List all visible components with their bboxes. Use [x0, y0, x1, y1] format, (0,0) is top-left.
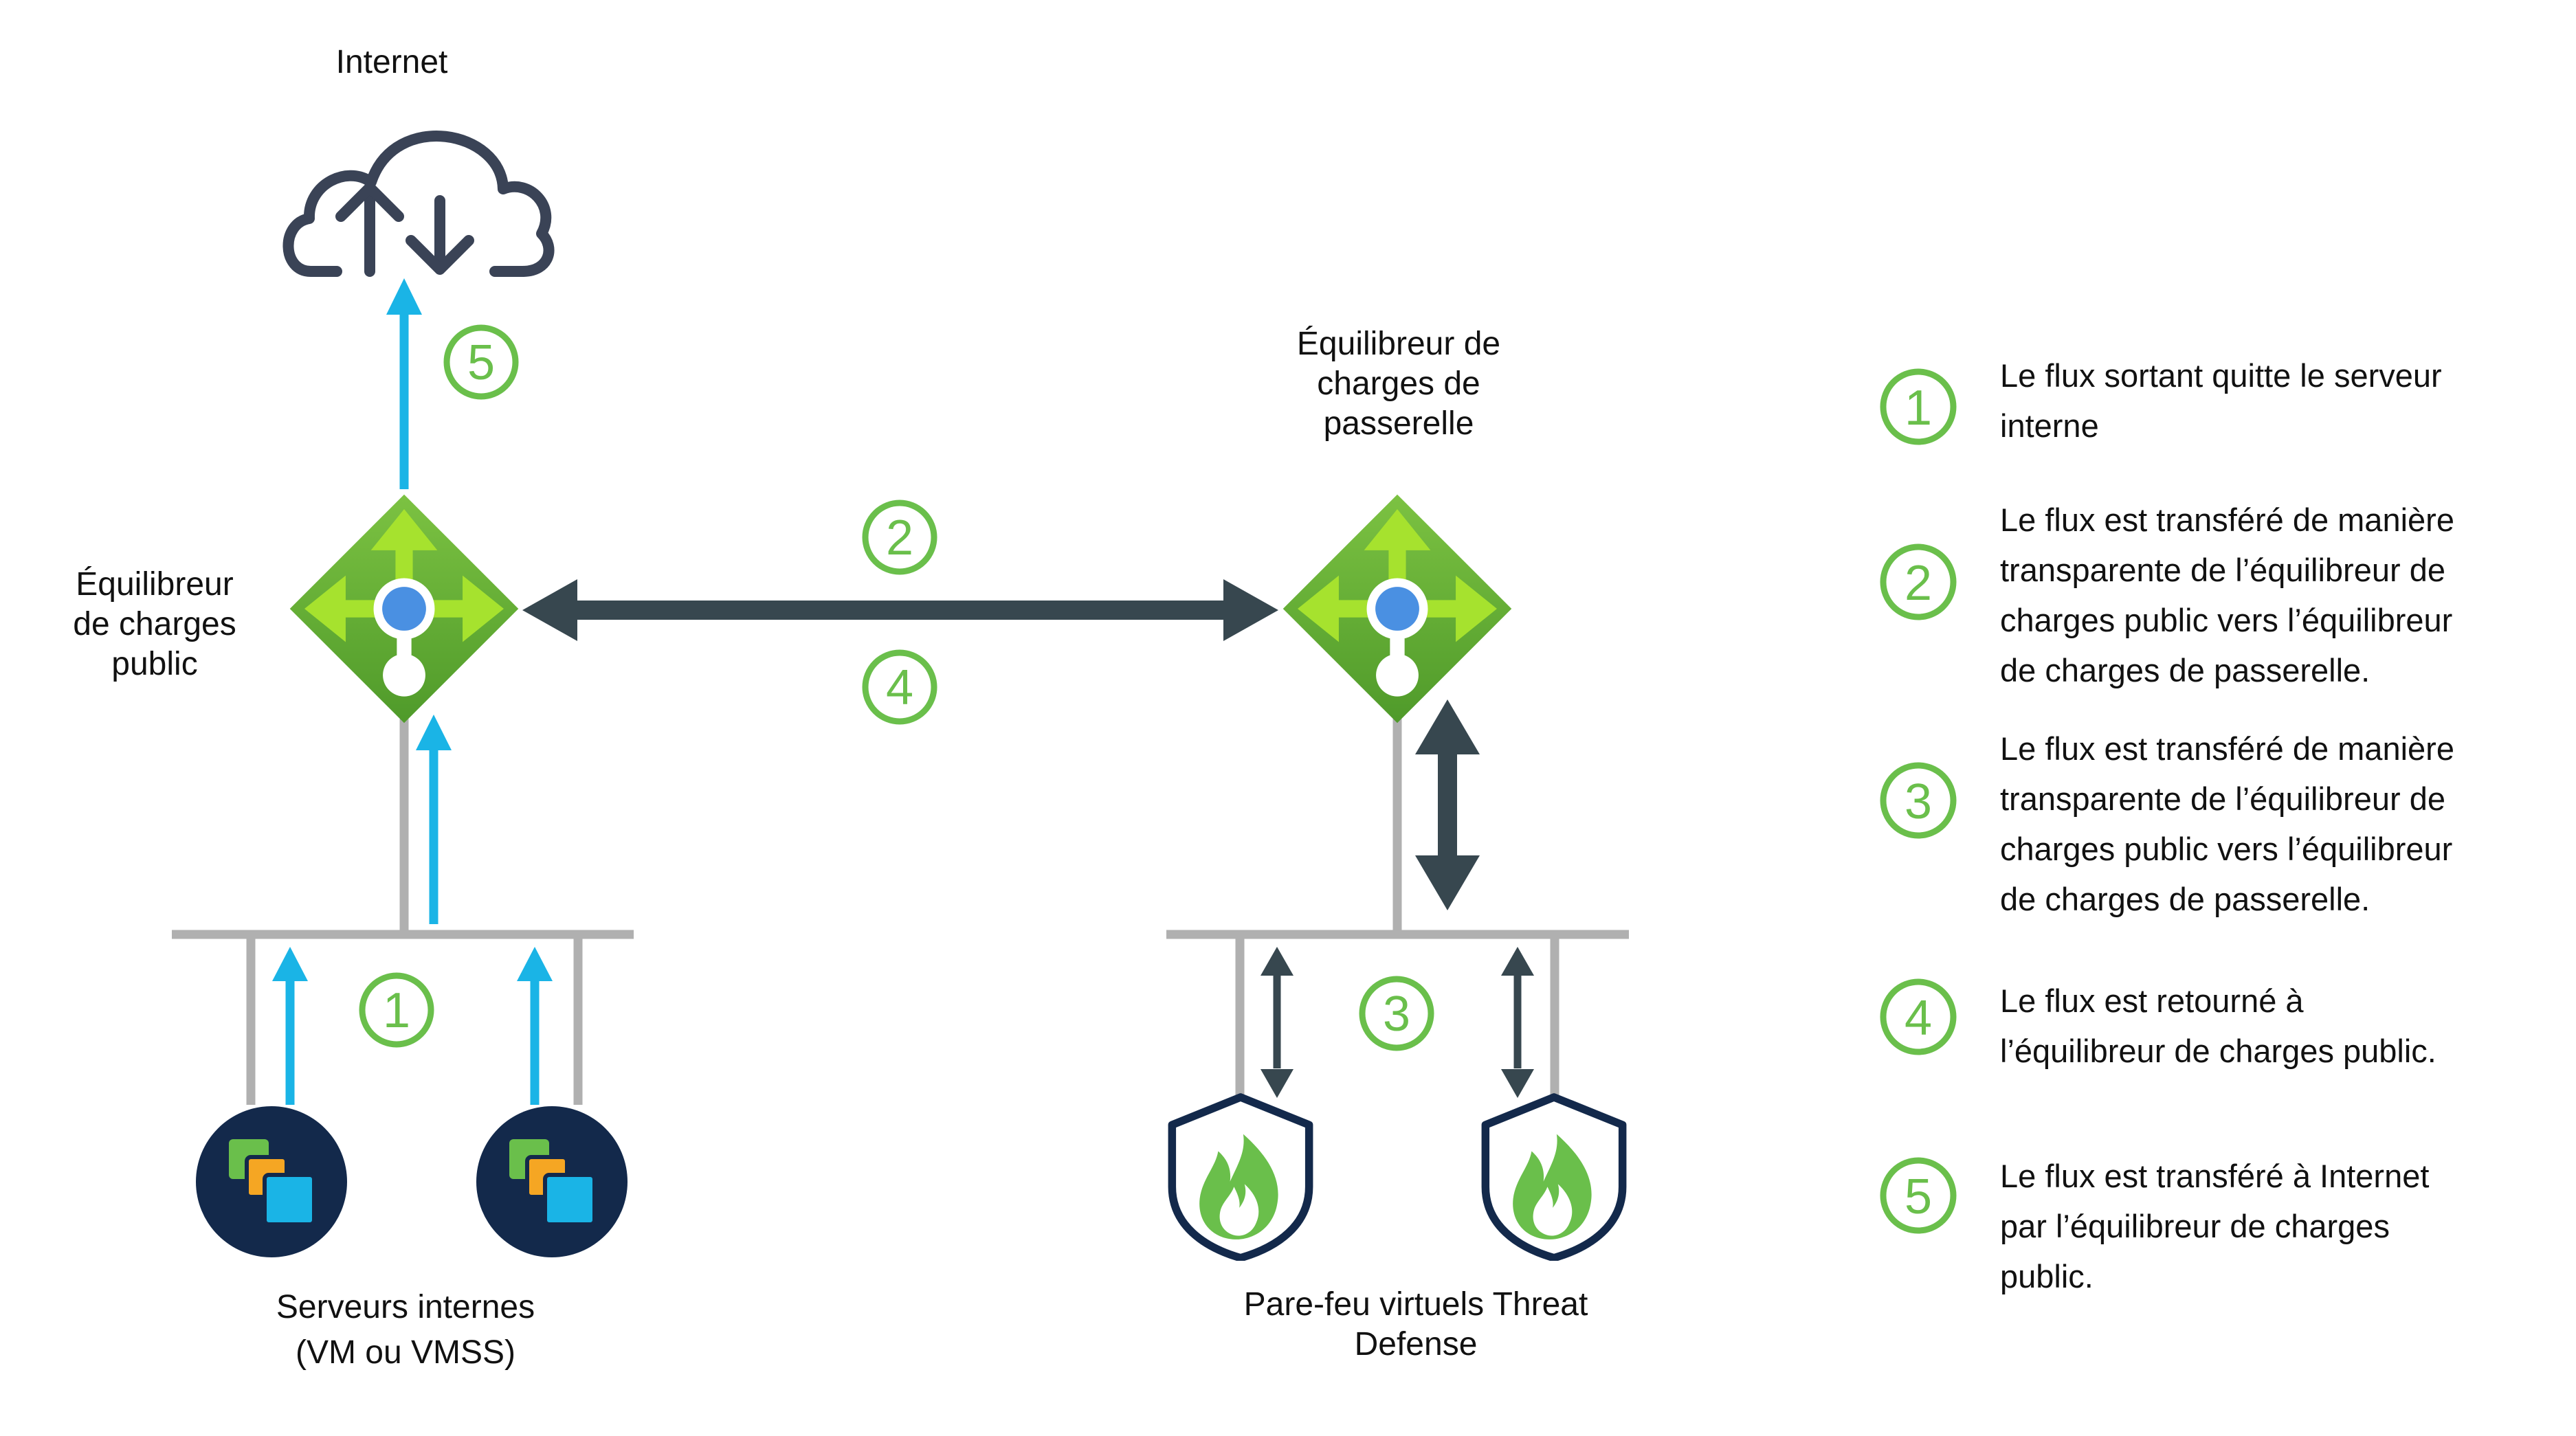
legend-line: par l’équilibreur de charges [2000, 1208, 2390, 1244]
svg-text:4: 4 [886, 660, 913, 715]
dark-arrows [522, 579, 1534, 1098]
legend-line: l’équilibreur de charges public. [2000, 1033, 2436, 1069]
arrow-public-lb-to-internet [386, 278, 422, 489]
gateway-lb-label-line: charges de [1317, 366, 1480, 402]
internet-label: Internet [335, 44, 448, 80]
arrow-lb-to-lb-bidirectional [522, 579, 1278, 641]
legend-line: Le flux est transféré de manière [2000, 502, 2454, 538]
firewall-2-shield-icon [1485, 1097, 1622, 1258]
gateway-load-balancer-icon [1283, 495, 1512, 723]
step-badge-1: 1 [359, 972, 434, 1048]
firewalls-label-line: Pare-feu virtuels Threat [1243, 1286, 1588, 1323]
svg-text:3: 3 [1905, 774, 1932, 829]
arrow-firewall1-bidirectional [1261, 947, 1293, 1098]
step-badge-2: 2 [862, 500, 937, 575]
internal-server-2-vm-icon [476, 1106, 628, 1257]
legend-item-1: Le flux sortant quitte le serveur intern… [2000, 350, 2550, 451]
cloud-upload-download-icon [282, 131, 555, 277]
legend-line: de charges de passerelle. [2000, 652, 2370, 688]
arrow-server2-up [517, 947, 553, 1105]
legend-badge-3: 3 [1880, 762, 1957, 839]
step-badge-5: 5 [443, 324, 519, 400]
firewalls-label: Pare-feu virtuels Threat Defense [1182, 1285, 1650, 1365]
arrow-subnet-to-public-lb [416, 715, 452, 924]
internal-servers-label: Serveurs internes (VM ou VMSS) [234, 1285, 577, 1376]
public-lb-label-line: Équilibreur [76, 566, 234, 603]
legend-badges: 1 2 3 4 5 [1880, 368, 1957, 1234]
gateway-lb-label-line: passerelle [1323, 405, 1474, 442]
svg-text:1: 1 [1905, 381, 1932, 436]
legend-badge-5: 5 [1880, 1157, 1957, 1234]
firewalls-label-line: Defense [1354, 1326, 1478, 1362]
legend-item-4: Le flux est retourné à l’équilibreur de … [2000, 976, 2550, 1076]
public-lb-label-line: de charges [73, 606, 236, 642]
arrow-firewall2-bidirectional [1501, 947, 1534, 1098]
legend-line: Le flux est transféré de manière [2000, 730, 2454, 767]
internal-servers-label-line: (VM ou VMSS) [295, 1334, 516, 1371]
legend-badge-2: 2 [1880, 543, 1957, 620]
legend-badge-4: 4 [1880, 978, 1957, 1055]
public-load-balancer-icon [290, 495, 519, 723]
legend-badge-1: 1 [1880, 368, 1957, 445]
svg-text:5: 5 [467, 335, 495, 390]
internal-servers-label-line: Serveurs internes [276, 1289, 535, 1325]
public-lb-label: Équilibreur de charges public [41, 565, 268, 684]
legend-line: Le flux sortant quitte le serveur [2000, 357, 2442, 394]
step-badge-4: 4 [862, 649, 937, 725]
svg-text:5: 5 [1905, 1169, 1932, 1224]
legend-item-2: Le flux est transféré de manière transpa… [2000, 495, 2550, 695]
legend-line: transparente de l’équilibreur de [2000, 781, 2445, 817]
gateway-lb-label: Équilibreur de charges de passerelle [1258, 324, 1540, 444]
legend-line: Le flux est retourné à [2000, 983, 2304, 1019]
legend-line: public. [2000, 1258, 2094, 1294]
svg-text:1: 1 [383, 983, 410, 1038]
arrow-server1-up [272, 947, 308, 1105]
legend-line: transparente de l’équilibreur de [2000, 552, 2445, 588]
svg-text:4: 4 [1905, 991, 1932, 1046]
step-badges: 5 2 4 1 3 [359, 324, 1434, 1051]
step-badge-3: 3 [1359, 976, 1434, 1051]
legend-item-5: Le flux est transféré à Internet par l’é… [2000, 1151, 2550, 1301]
internal-server-1-vm-icon [196, 1106, 347, 1257]
network-lines [172, 708, 1629, 1105]
svg-text:2: 2 [1905, 556, 1932, 611]
legend-line: charges public vers l’équilibreur [2000, 831, 2453, 867]
legend-line: de charges de passerelle. [2000, 881, 2370, 917]
legend-line: Le flux est transféré à Internet [2000, 1158, 2430, 1194]
legend-line: charges public vers l’équilibreur [2000, 602, 2453, 638]
svg-text:2: 2 [886, 511, 913, 565]
svg-text:3: 3 [1383, 987, 1410, 1042]
legend-line: interne [2000, 407, 2099, 444]
firewall-1-shield-icon [1172, 1097, 1309, 1258]
legend-item-3: Le flux est transféré de manière transpa… [2000, 723, 2550, 924]
public-lb-label-line: public [111, 646, 198, 682]
arrow-gateway-lb-to-firewall-subnet [1415, 699, 1480, 910]
gateway-lb-label-line: Équilibreur de [1296, 326, 1501, 362]
outbound-arrows [272, 278, 553, 1105]
